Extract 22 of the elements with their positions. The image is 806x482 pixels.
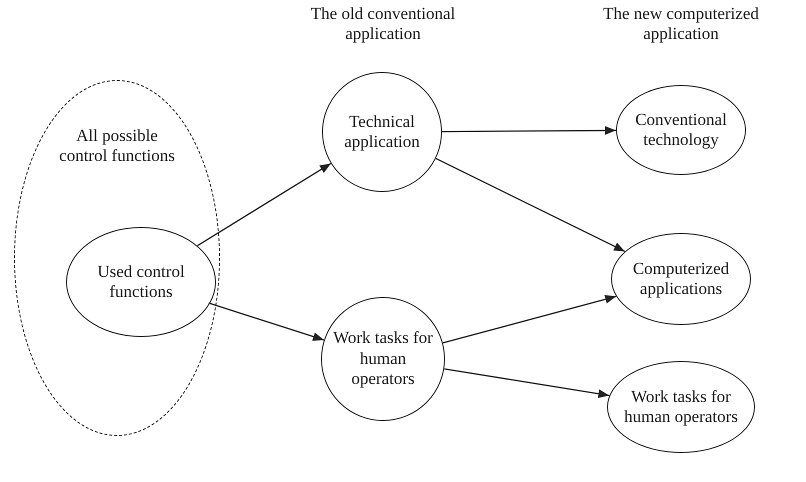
group-heading: All possible control functions [58, 126, 176, 167]
arrow [442, 126, 616, 135]
group-ellipse [14, 80, 220, 436]
column-heading: The old conventional application [310, 4, 456, 45]
arrow [444, 368, 610, 398]
ellipse-node [607, 361, 755, 453]
node-label: Used control functions [96, 262, 186, 302]
ellipse-node [321, 297, 445, 421]
ellipse-node [322, 72, 442, 192]
arrow [442, 295, 616, 344]
ellipse-node [616, 85, 746, 175]
node-label: Conventional technology [634, 110, 728, 150]
ellipse-node [611, 233, 751, 325]
arrow [436, 158, 626, 252]
node-label: Work tasks for human operators [623, 386, 739, 428]
node-label: Technical application [343, 112, 421, 152]
node-label: Work tasks for human operators [333, 328, 433, 390]
column-heading: The new computerized application [602, 4, 760, 45]
node-label: Computerized applications [632, 258, 730, 300]
arrow [197, 162, 332, 246]
arrow [208, 302, 324, 341]
ellipse-node [66, 227, 216, 337]
